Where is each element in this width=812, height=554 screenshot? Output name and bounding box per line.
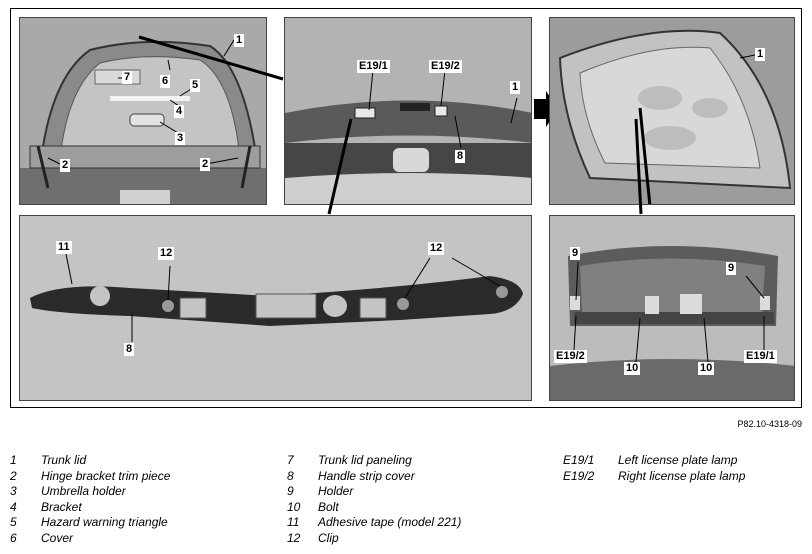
callout-1: 1 bbox=[234, 34, 245, 47]
callout-12-right: 12 bbox=[428, 242, 445, 255]
figure-frame: 1 7 6 5 4 3 2 2 E19/1 E19/2 1 8 bbox=[10, 8, 802, 408]
photo-handle-strip-cover: 11 12 12 8 bbox=[19, 215, 532, 401]
callout-9-left: 9 bbox=[570, 247, 581, 260]
callout-12-left: 12 bbox=[158, 247, 175, 260]
callout-8: 8 bbox=[124, 343, 135, 356]
trunk-lid-underside-illustration bbox=[550, 18, 794, 204]
callout-2-left: 2 bbox=[60, 159, 71, 172]
callout-5: 5 bbox=[190, 79, 201, 92]
handle-strip-cover-illustration bbox=[20, 216, 531, 400]
callout-6: 6 bbox=[160, 75, 171, 88]
photo-trunk-open: 1 7 6 5 4 3 2 2 bbox=[19, 17, 267, 205]
photo-license-lamps: 9 9 E19/2 10 10 E19/1 bbox=[549, 215, 795, 401]
figure-reference-id: P82.10-4318-09 bbox=[737, 419, 802, 429]
callout-8: 8 bbox=[455, 150, 466, 163]
callout-2-right: 2 bbox=[200, 158, 211, 171]
callout-11: 11 bbox=[56, 241, 72, 254]
callout-E19-2: E19/2 bbox=[554, 350, 587, 363]
trunk-open-illustration bbox=[20, 18, 266, 204]
callout-10-right: 10 bbox=[698, 362, 715, 375]
callout-10-left: 10 bbox=[624, 362, 641, 375]
connector-lines bbox=[138, 35, 643, 215]
callout-7: 7 bbox=[122, 71, 133, 84]
callout-1: 1 bbox=[510, 81, 521, 94]
callout-E19-1: E19/1 bbox=[357, 60, 390, 73]
callout-1: 1 bbox=[755, 48, 766, 61]
callout-3: 3 bbox=[175, 132, 186, 145]
callout-E19-1: E19/1 bbox=[744, 350, 777, 363]
callout-9-right: 9 bbox=[726, 262, 737, 275]
callout-E19-2: E19/2 bbox=[429, 60, 462, 73]
license-lamps-illustration bbox=[550, 216, 794, 400]
photo-trunk-lid-underside: 1 bbox=[549, 17, 795, 205]
callout-4: 4 bbox=[174, 105, 185, 118]
